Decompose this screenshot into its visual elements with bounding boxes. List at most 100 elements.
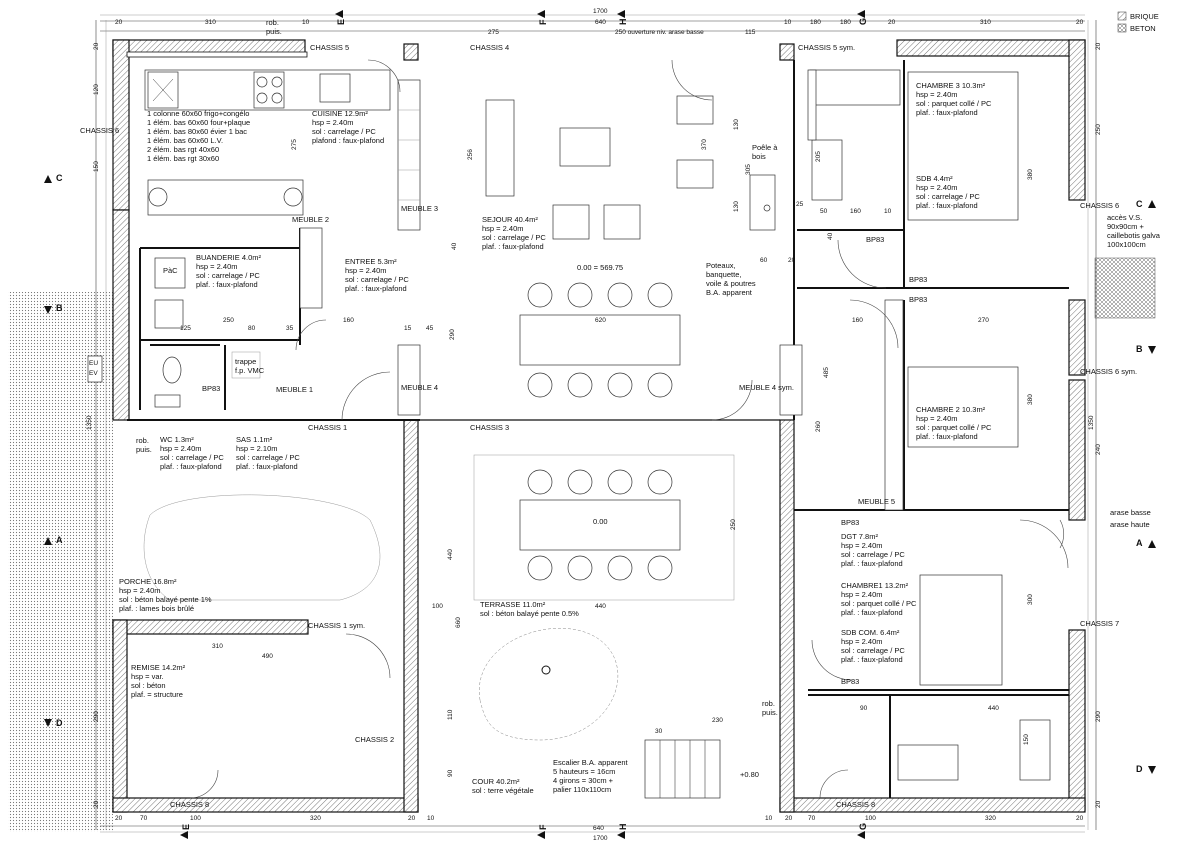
rob-puis-bottom: puis. (762, 708, 778, 717)
remise-title: REMISE 14.2m² (131, 663, 186, 672)
sas-hsp: hsp = 2.10m (236, 444, 277, 453)
dgt-title: DGT 7.8m² (841, 532, 878, 541)
poteaux-note: Poteaux, (706, 261, 736, 270)
bp83-chambre3: BP83 (909, 275, 927, 284)
top-dimension-lines (95, 14, 1097, 833)
terrasse-title: TERRASSE 11.0m² (480, 600, 546, 609)
room-terrasse: TERRASSE 11.0m² sol : béton balayé pente… (480, 517, 608, 618)
kitchen-item: 1 colonne 60x60 frigo+congélo (147, 109, 249, 118)
section-f-bot: F (538, 824, 548, 830)
wall-right-lower (1068, 629, 1086, 811)
cuisine-title: CUISINE 12.9m² (312, 109, 368, 118)
room-cuisine: CUISINE 12.9m² hsp = 2.40m sol : carrela… (147, 109, 384, 163)
section-g-top: G (858, 18, 868, 25)
entree-sol: sol : carrelage / PC (345, 275, 409, 284)
room-sdb-com: SDB COM. 6.4m² hsp = 2.40m sol : carrela… (841, 628, 905, 664)
stairs (644, 739, 721, 799)
chassis-4: CHASSIS 4 (470, 43, 509, 52)
chambre2-plaf: plaf. : faux-plafond (916, 432, 978, 441)
arase-basse: arase basse (1110, 508, 1151, 517)
chambre3-plaf: plaf. : faux-plafond (916, 108, 978, 117)
ev-label: EV (89, 370, 98, 377)
wall-remise-top (112, 619, 309, 635)
wall-top-right (896, 39, 1086, 57)
escalier-title: Escalier B.A. apparent (553, 758, 629, 767)
buanderie-title: BUANDERIE 4.0m² (196, 253, 262, 262)
bp83-sdbcom: BP83 (841, 677, 859, 686)
kitchen-island (147, 179, 304, 216)
dining-table (519, 314, 681, 366)
legend-brique-label: BRIQUE (1130, 12, 1159, 21)
sas-title: SAS 1.1m² (236, 435, 273, 444)
sdb-sol: sol : carrelage / PC (916, 192, 980, 201)
sdbcom-plaf: plaf. : faux-plafond (841, 655, 903, 664)
sas-sol: sol : carrelage / PC (236, 453, 300, 462)
dim-90: 90 (447, 769, 454, 777)
bp83-dgt: BP83 (841, 518, 859, 527)
room-porche: PORCHE 16.8m² hsp = 2.40m sol : béton ba… (119, 577, 212, 613)
kitchen-sink (319, 73, 351, 103)
sdbcom-hsp: hsp = 2.40m (841, 637, 882, 646)
dim-160-entree: 160 (343, 317, 354, 324)
dim-left-120: 120 (93, 84, 100, 95)
chambre1-sol: sol : parquet collé / PC (841, 599, 917, 608)
service-rooms (87, 257, 261, 408)
poele-note: Poêle à (752, 143, 778, 152)
dgt-plaf: plaf. : faux-plafond (841, 559, 903, 568)
section-markers: E F H G E F H G C C B B A A D D (44, 10, 1156, 839)
sejour-sol: sol : carrelage / PC (482, 233, 546, 242)
cuisine-plafond: plafond : faux-plafond (312, 136, 384, 145)
escalier-line: 5 hauteurs = 16cm (553, 767, 615, 776)
chassis-8-right: CHASSIS 8 (836, 800, 875, 809)
rob-puis-left: puis. (136, 445, 152, 454)
room-remise: REMISE 14.2m² hsp = var. sol : béton pla… (131, 663, 186, 699)
meuble-4-sym-label: MEUBLE 4 sym. (739, 383, 794, 392)
porche-title: PORCHE 16.8m² (119, 577, 177, 586)
terrace-furnishings (143, 454, 735, 799)
dim-right-240: 240 (1095, 444, 1102, 455)
meuble-4 (397, 344, 421, 416)
chassis-8-left: CHASSIS 8 (170, 800, 209, 809)
dim-256: 256 (467, 149, 474, 160)
entree-hsp: hsp = 2.40m (345, 266, 386, 275)
meuble-4-label: MEUBLE 4 (401, 383, 438, 392)
dim-top-180b: 180 (840, 19, 851, 26)
dim-top-20b: 20 (888, 19, 896, 26)
kitchen-item: 1 élém. bas 60x60 L.V. (147, 136, 223, 145)
wall-right-upper (1068, 39, 1086, 201)
sdb-title: SDB 4.4m² (916, 174, 953, 183)
pouf-2 (603, 204, 641, 240)
washing-machine (154, 299, 184, 329)
dim-270: 270 (978, 317, 989, 324)
chambre3-title: CHAMBRE 3 10.3m² (916, 81, 986, 90)
section-d-right: D (1136, 764, 1143, 774)
entree-title: ENTREE 5.3m² (345, 257, 397, 266)
dim-top-250: 250 ouverture niv. arase basse (615, 29, 704, 36)
wall-right-mid2 (1068, 379, 1086, 521)
dim-right-250: 250 (1095, 124, 1102, 135)
room-sejour: SEJOUR 40.4m² hsp = 2.40m sol : carrelag… (482, 215, 623, 272)
poteaux-note: voile & poutres (706, 279, 756, 288)
bedroom-furnishings (807, 69, 1051, 781)
sejour-plaf: plaf. : faux-plafond (482, 242, 544, 251)
cuisine-hsp: hsp = 2.40m (312, 118, 353, 127)
acces-note: accès V.S. (1107, 213, 1142, 222)
dim-50: 50 (820, 208, 828, 215)
bp83-sdb: BP83 (866, 235, 884, 244)
rob-puis-left: rob. (136, 436, 149, 445)
chambre1-plaf: plaf. : faux-plafond (841, 608, 903, 617)
bed-chambre-1 (919, 574, 1003, 686)
wc-hsp: hsp = 2.40m (160, 444, 201, 453)
dim-370: 370 (701, 139, 708, 150)
wc-sol: sol : carrelage / PC (160, 453, 224, 462)
dim-bot-70b: 70 (808, 815, 816, 822)
dim-660: 660 (455, 617, 462, 628)
dim-305: 305 (745, 164, 752, 175)
dim-250: 250 (730, 519, 737, 530)
pac-label: PàC (163, 266, 178, 275)
section-d-left: D (56, 718, 63, 728)
dim-bot-100b: 100 (865, 815, 876, 822)
legend: BRIQUE BETON (1117, 11, 1159, 33)
dim-left-290: 290 (93, 711, 100, 722)
wall-right-mid1 (1068, 299, 1086, 376)
